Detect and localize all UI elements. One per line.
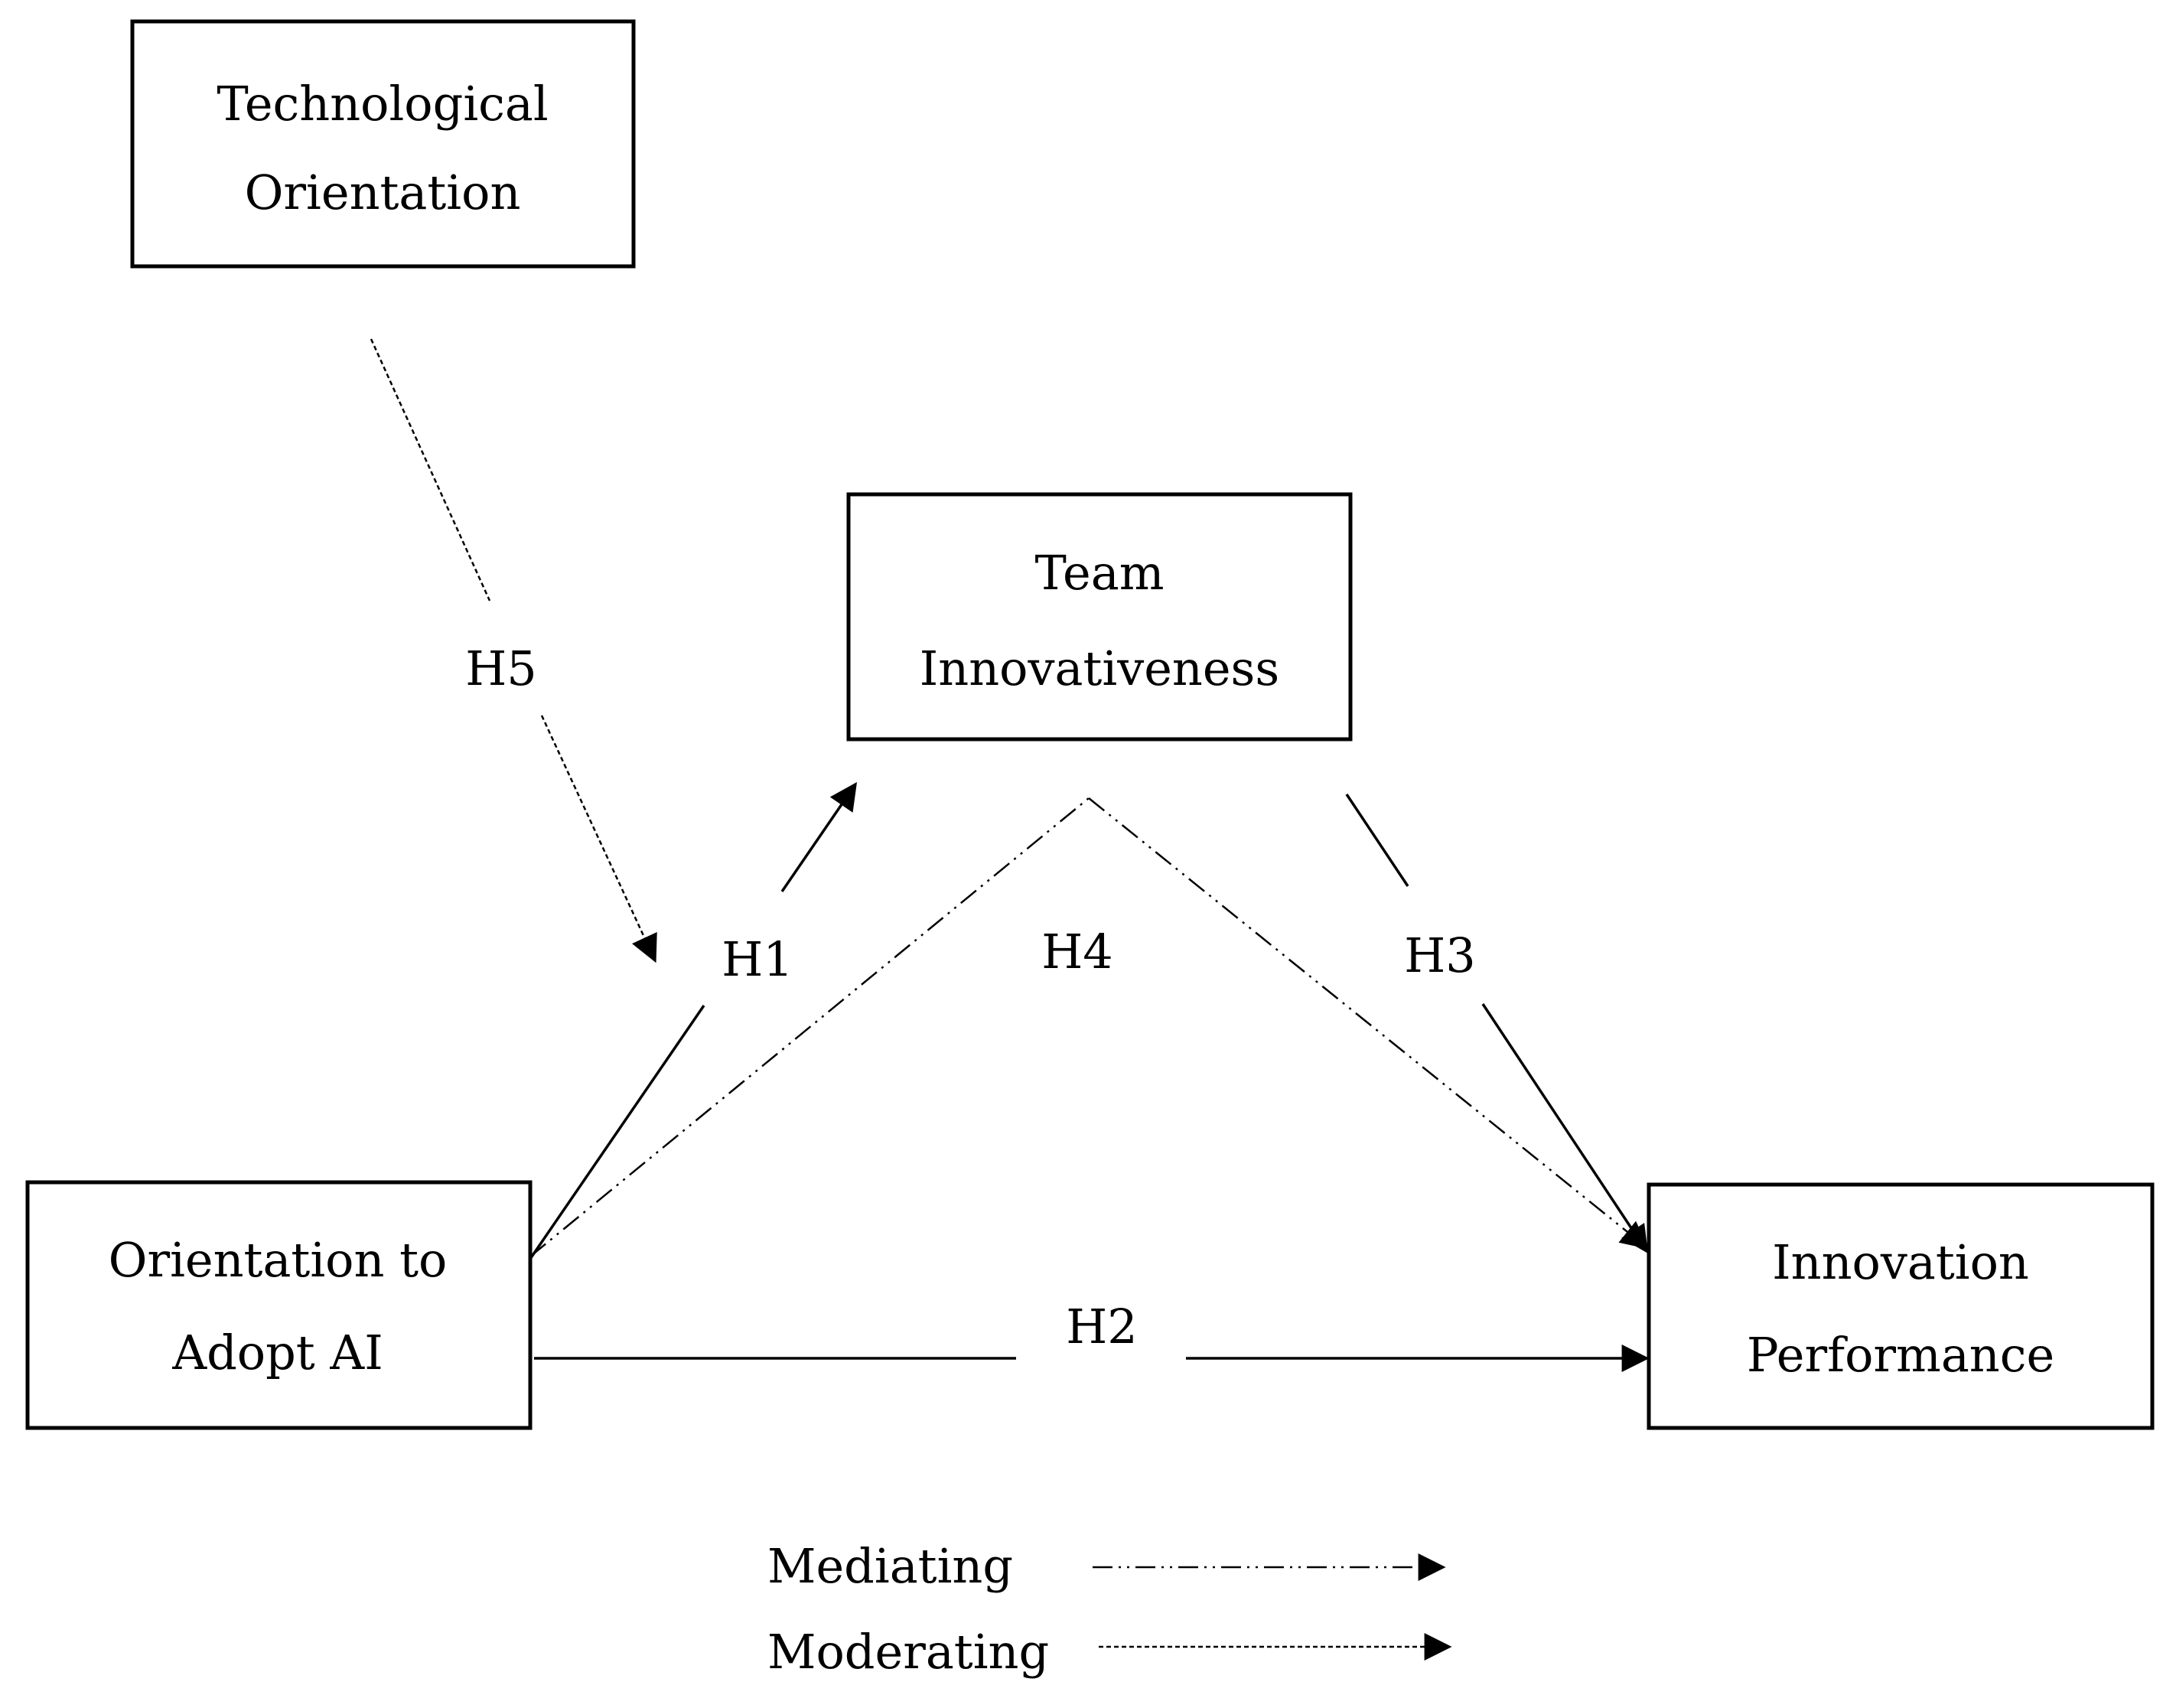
innovation-performance-line-1: Innovation xyxy=(1772,1234,2029,1290)
technological-orientation-line-2: Orientation xyxy=(245,165,521,220)
technological-orientation-node: Technological Orientation xyxy=(130,19,636,269)
team-innovativeness-line-1: Team xyxy=(1035,545,1165,601)
h4-label: H4 xyxy=(1041,924,1113,979)
innovation-performance-line-2: Performance xyxy=(1747,1327,2054,1383)
h3-path: H3 xyxy=(1345,794,1648,1254)
orientation-to-adopt-ai-line-2: Adopt AI xyxy=(171,1325,383,1380)
h4-line-right xyxy=(1088,797,1649,1250)
h2-label: H2 xyxy=(1066,1299,1138,1354)
h1-label: H1 xyxy=(722,931,793,987)
h3-line-upper xyxy=(1345,794,1409,887)
h4-line-left xyxy=(529,797,1090,1257)
h2-path: H2 xyxy=(534,1299,1650,1372)
h1-line-lower xyxy=(529,1005,705,1260)
h1-path: H1 xyxy=(529,782,858,1260)
h5-line-upper xyxy=(370,338,491,601)
h5-line-lower xyxy=(540,715,657,963)
technological-orientation-line-1: Technological xyxy=(217,76,548,132)
legend: Mediating Moderating xyxy=(767,1538,1452,1680)
h3-line-lower xyxy=(1481,1003,1648,1254)
team-innovativeness-line-2: Innovativeness xyxy=(920,640,1279,696)
h3-label: H3 xyxy=(1404,927,1476,983)
innovation-performance-node: Innovation Performance xyxy=(1647,1182,2155,1430)
h1-line-upper xyxy=(780,782,858,892)
orientation-to-adopt-ai-node: Orientation to Adopt AI xyxy=(25,1180,533,1430)
team-innovativeness-node: Team Innovativeness xyxy=(846,492,1353,742)
legend-moderating-label: Moderating xyxy=(767,1624,1049,1680)
h4-path: H4 xyxy=(529,797,1649,1257)
h5-label: H5 xyxy=(465,640,537,696)
orientation-to-adopt-ai-line-1: Orientation to xyxy=(109,1232,448,1288)
legend-mediating-label: Mediating xyxy=(767,1538,1013,1594)
h5-path: H5 xyxy=(370,338,657,963)
